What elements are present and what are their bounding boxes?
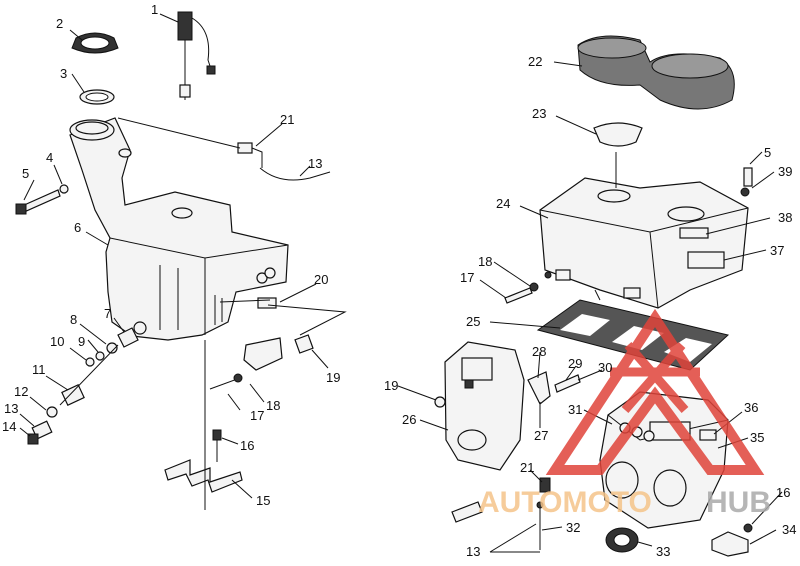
air-box-left-half (444, 341, 525, 471)
callout-13: 13 (308, 156, 322, 171)
callout-19: 19 (384, 378, 398, 393)
callout-6: 6 (74, 220, 81, 235)
callout-39: 39 (778, 164, 792, 179)
callout-29: 29 (568, 356, 582, 371)
callout-17: 17 (460, 270, 474, 285)
callout-23: 23 (532, 106, 546, 121)
mount-bracket-lower (164, 340, 243, 510)
callout-15: 15 (256, 493, 270, 508)
callout-11: 11 (32, 362, 46, 377)
callout-16: 16 (240, 438, 254, 453)
automotohub-watermark: AUTOMOTO HUB (478, 308, 771, 519)
watermark-brand-left: AUTOMOTO (478, 486, 652, 519)
fuel-gauge-sender (177, 11, 216, 100)
leader-lines-right (397, 61, 783, 553)
callout-37: 37 (770, 243, 784, 258)
callout-25: 25 (466, 314, 480, 329)
callout-30: 30 (598, 360, 612, 375)
filter-adapter (593, 122, 643, 147)
watermark-brand-right: HUB (706, 486, 771, 519)
callout-10: 10 (50, 334, 64, 349)
fuel-cap (71, 32, 119, 54)
callout-34: 34 (782, 522, 796, 537)
callout-20: 20 (314, 272, 328, 287)
watermark-triangle-mark (545, 308, 765, 475)
callout-24: 24 (496, 196, 510, 211)
callout-32: 32 (566, 520, 580, 535)
callout-1: 1 (151, 2, 158, 17)
leader-lines-left (19, 13, 329, 499)
callout-18: 18 (266, 398, 280, 413)
callout-21: 21 (280, 112, 294, 127)
callout-13: 13 (466, 544, 480, 559)
callout-4: 4 (46, 150, 53, 165)
callout-labels: 1 2 3 4 5 6 7 8 9 10 11 12 13 14 13 21 2… (2, 2, 796, 559)
callout-17: 17 (250, 408, 264, 423)
vent-fitting-and-hose (237, 142, 331, 181)
callout-27: 27 (534, 428, 548, 443)
callout-33: 33 (656, 544, 670, 559)
callout-7: 7 (104, 306, 111, 321)
callout-36: 36 (744, 400, 758, 415)
callout-5: 5 (22, 166, 29, 181)
callout-2: 2 (56, 16, 63, 31)
air-box-lid (539, 177, 749, 309)
mount-bracket-upper (209, 299, 347, 390)
callout-21: 21 (520, 460, 534, 475)
callout-18: 18 (478, 254, 492, 269)
right-hardware (434, 167, 753, 550)
callout-28: 28 (532, 344, 546, 359)
callout-35: 35 (750, 430, 764, 445)
callout-5: 5 (764, 145, 771, 160)
callout-22: 22 (528, 54, 542, 69)
callout-26: 26 (402, 412, 416, 427)
callout-3: 3 (60, 66, 67, 81)
callout-9: 9 (78, 334, 85, 349)
callout-16: 16 (776, 485, 790, 500)
callout-31: 31 (568, 402, 582, 417)
callout-38: 38 (778, 210, 792, 225)
callout-12: 12 (14, 384, 28, 399)
fuel-tank-assembly (69, 117, 289, 341)
callout-14: 14 (2, 419, 16, 434)
callout-19: 19 (326, 370, 340, 385)
callout-8: 8 (70, 312, 77, 327)
fuel-tank (69, 117, 289, 341)
lower-mount-bracket (711, 531, 749, 557)
callout-13: 13 (4, 401, 18, 416)
foam-air-filter (577, 35, 735, 110)
